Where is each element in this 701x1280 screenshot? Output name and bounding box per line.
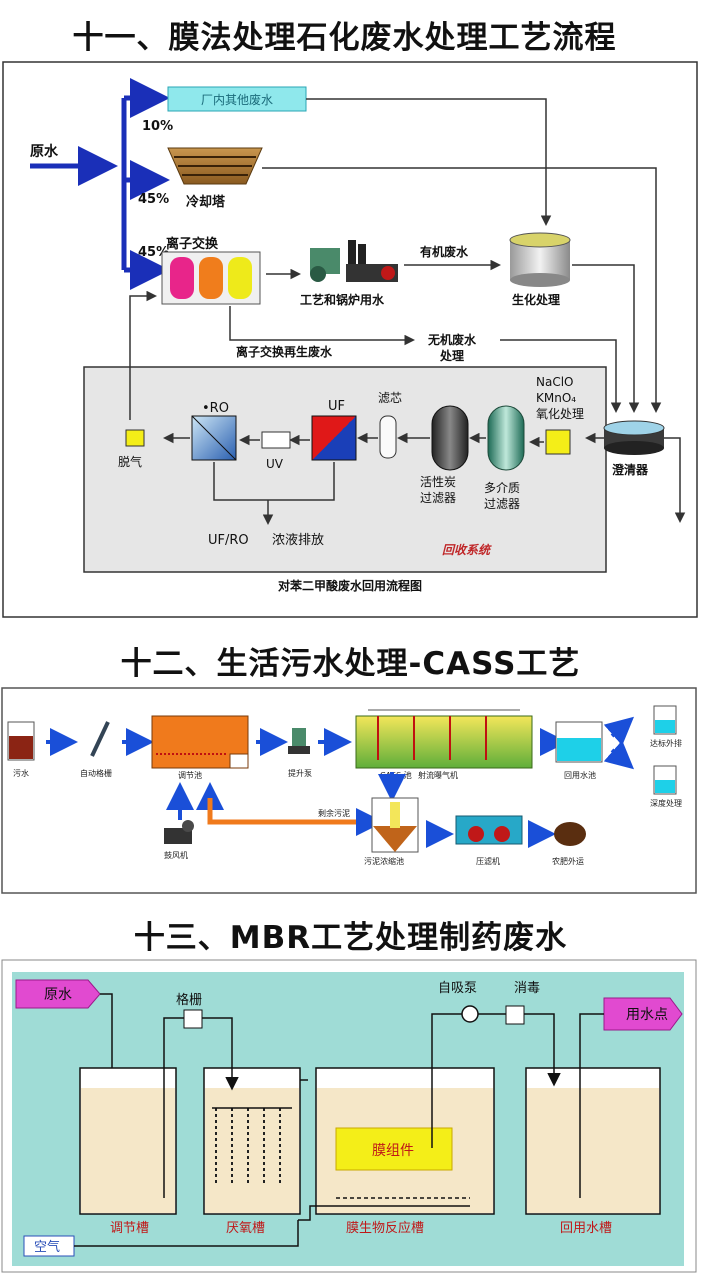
raw-water-label: 原水 — [30, 143, 59, 160]
uf-unit — [311, 415, 357, 461]
ion-regen-label: 离子交换再生废水 — [236, 344, 333, 359]
discharge-tank — [655, 720, 675, 733]
ion-exchange-label: 离子交换 — [166, 236, 219, 252]
diagram-petrochemical-membrane: 原水 10% 45% 45% 厂内其他废水 冷却塔 离子交换 工艺和锅炉用水 有… — [2, 61, 698, 618]
disinfect-box — [505, 1005, 525, 1025]
section-12-title: 十二、生活污水处理-CASS工艺 — [120, 646, 581, 682]
svg-text:压滤机: 压滤机 — [476, 856, 500, 866]
svg-text:厂内其他废水: 厂内其他废水 — [201, 92, 273, 107]
bio-treatment-tank — [509, 232, 571, 287]
cass-tank — [355, 709, 533, 769]
inorganic-wastewater-label: 无机废水 — [427, 332, 477, 347]
oxidation-label: 氧化处理 — [536, 407, 584, 421]
label-anaerobic: 厌氧槽 — [226, 1221, 265, 1236]
svg-text:空气: 空气 — [34, 1239, 60, 1255]
diagram-mbr-process: 原水 用水点 格栅 膜组件 自吸泵 消毒 空气 调节槽 厌氧槽 膜生物反应 — [1, 959, 697, 1273]
diagram-caption: 对苯二甲酸废水回用流程图 — [278, 578, 422, 593]
process-boiler-icon — [310, 240, 398, 282]
pct-10-label: 10% — [142, 119, 173, 134]
svg-text:射流曝气机: 射流曝气机 — [418, 770, 458, 780]
svg-text:用水点: 用水点 — [626, 1007, 668, 1023]
raw-water-tag — [15, 979, 101, 1009]
clarifier-label: 澄清器 — [612, 462, 649, 477]
inorganic-treat-label: 处理 — [439, 348, 464, 363]
degas-unit — [125, 429, 145, 447]
blower-icon — [164, 820, 194, 844]
grille-box — [183, 1009, 203, 1029]
svg-text:深度处理: 深度处理 — [650, 798, 682, 808]
fertilizer-icon — [554, 822, 586, 846]
uv-unit — [261, 431, 291, 449]
organic-wastewater-label: 有机废水 — [420, 244, 469, 259]
recovery-system-box — [83, 366, 607, 573]
svg-text:膜组件: 膜组件 — [372, 1143, 414, 1159]
svg-text:提升泵: 提升泵 — [288, 768, 312, 778]
lift-pump-icon — [288, 728, 310, 754]
svg-text:过滤器: 过滤器 — [420, 491, 456, 505]
regulating-tank — [151, 715, 249, 769]
filter-core — [379, 415, 397, 459]
uv-label: UV — [266, 457, 284, 471]
deep-treatment-tank — [655, 780, 675, 793]
self-priming-pump — [461, 1005, 479, 1023]
degas-label: 脱气 — [118, 454, 142, 469]
pct-45a-label: 45% — [138, 192, 169, 207]
svg-text:CASS 池: CASS 池 — [380, 770, 412, 780]
uf-ro-label: UF/RO — [208, 533, 249, 548]
label-regulating: 调节槽 — [110, 1221, 149, 1236]
uf-label: UF — [328, 399, 345, 414]
filter-core-label: 滤芯 — [378, 391, 402, 405]
svg-text:污水: 污水 — [13, 768, 29, 778]
bio-treatment-label: 生化处理 — [512, 292, 560, 307]
svg-text:过滤器: 过滤器 — [484, 497, 520, 511]
svg-text:自吸泵: 自吸泵 — [438, 981, 477, 996]
svg-text:剩余污泥: 剩余污泥 — [318, 808, 350, 818]
use-point-tag — [603, 997, 683, 1031]
svg-text:调节池: 调节池 — [178, 770, 202, 780]
reuse-water-tank — [557, 738, 601, 761]
svg-text:多介质: 多介质 — [484, 481, 520, 495]
pct-45b-label: 45% — [138, 245, 169, 260]
naclo-label: NaClO — [536, 375, 574, 389]
label-mbr: 膜生物反应槽 — [346, 1220, 424, 1236]
section-11-title: 十一、膜法处理石化废水处理工艺流程 — [72, 20, 617, 56]
svg-text:格栅: 格栅 — [176, 992, 202, 1008]
clarifier-tank — [603, 420, 665, 455]
multimedia-filter — [487, 405, 525, 471]
svg-text:活性炭: 活性炭 — [420, 475, 456, 489]
concentrate-label: 浓液排放 — [272, 533, 324, 548]
section-13-title: 十三、MBR工艺处理制药废水 — [133, 920, 568, 956]
process-boiler-label: 工艺和锅炉用水 — [300, 292, 385, 307]
oxidation-unit — [545, 429, 571, 455]
svg-text:达标外排: 达标外排 — [650, 738, 682, 748]
kmno4-label: KMnO₄ — [536, 391, 576, 405]
diagram-cass-process: 污水 自动格栅 调节池 提升泵 CASS 池 射流曝气机 回用水池 达标外排 深… — [1, 687, 697, 894]
label-reuse: 回用水槽 — [560, 1221, 612, 1236]
anaerobic-media — [215, 1108, 281, 1186]
sewage-tank — [9, 736, 33, 759]
filter-press-icon — [455, 815, 523, 845]
svg-text:自动格栅: 自动格栅 — [80, 768, 112, 778]
sludge-thickener — [371, 797, 419, 853]
svg-text:鼓风机: 鼓风机 — [164, 850, 188, 860]
svg-text:回用水池: 回用水池 — [564, 770, 596, 780]
svg-text:消毒: 消毒 — [514, 981, 540, 996]
activated-carbon-filter — [431, 405, 469, 471]
svg-text:原水: 原水 — [44, 987, 72, 1003]
svg-text:污泥浓缩池: 污泥浓缩池 — [364, 856, 404, 866]
ro-label: •RO — [202, 401, 229, 416]
auto-screen-icon — [90, 721, 110, 757]
svg-text:农肥外运: 农肥外运 — [552, 856, 584, 866]
plant-other-wastewater-box — [167, 86, 307, 112]
recovery-system-label: 回收系统 — [442, 543, 492, 557]
cooling-tower-label: 冷却塔 — [186, 194, 226, 210]
